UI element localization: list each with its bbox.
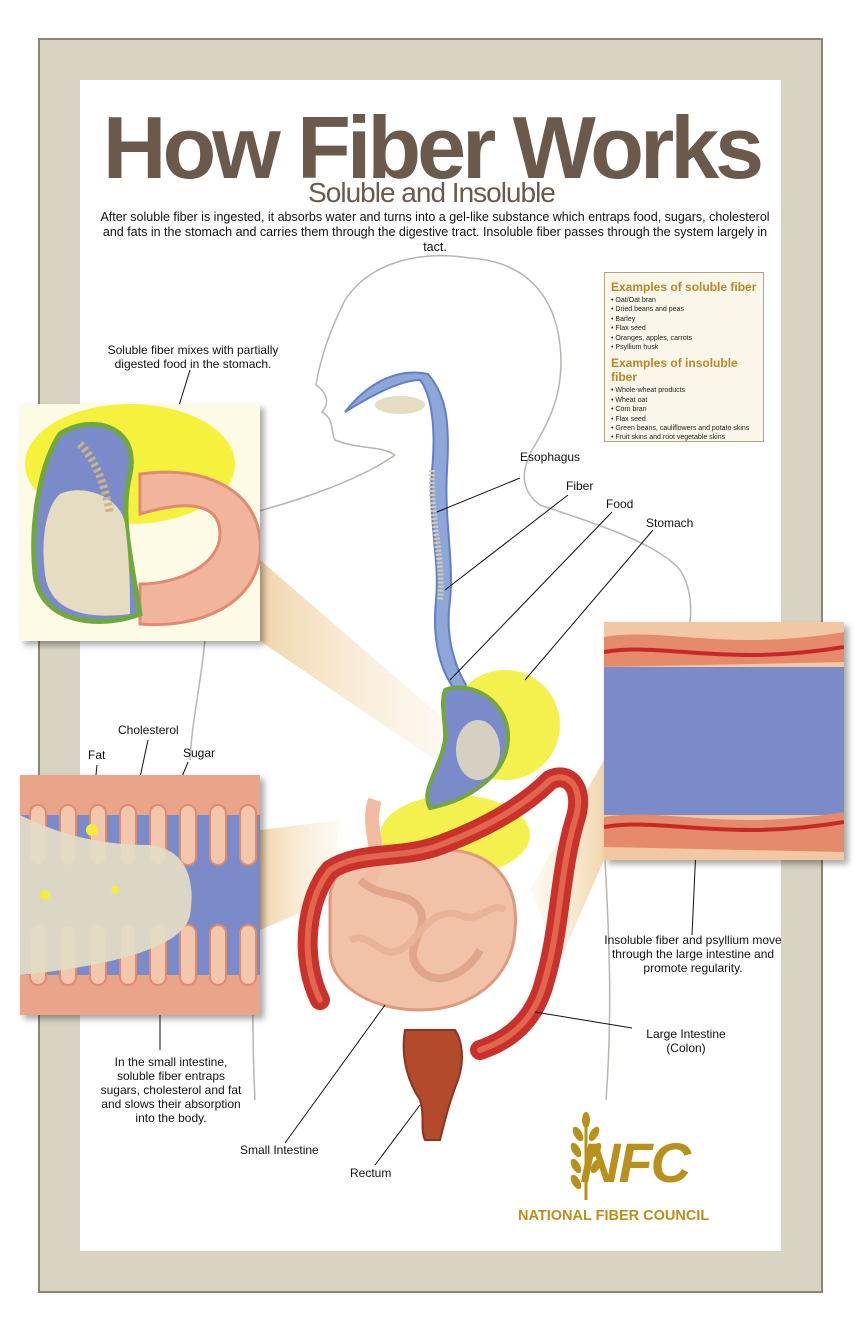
food-label: Food bbox=[606, 497, 634, 511]
large-intestine-label: Large Intestine (Colon) bbox=[646, 1027, 726, 1055]
fiber-label: Fiber bbox=[566, 479, 594, 493]
small-intestine-organ bbox=[328, 797, 518, 1012]
list-item: Wheat oat bbox=[611, 396, 757, 405]
fat-label: Fat bbox=[88, 748, 106, 762]
stomach-inset-caption: Soluble fiber mixes with partially diges… bbox=[107, 343, 279, 371]
esophagus-label: Esophagus bbox=[520, 450, 581, 464]
sugar-label: Sugar bbox=[183, 746, 216, 760]
large-intestine-inset-caption: Insoluble fiber and psyllium move throug… bbox=[604, 933, 782, 975]
insoluble-heading: Examples of insoluble fiber bbox=[611, 356, 738, 385]
soluble-heading: Examples of soluble fiber bbox=[611, 280, 757, 294]
page-subtitle: Soluble and Insoluble bbox=[308, 177, 556, 208]
list-item: Fruit skins and root vegetable skins bbox=[611, 433, 757, 442]
stomach-closeup bbox=[20, 404, 260, 641]
list-item: Oranges, apples, carrots bbox=[611, 334, 757, 343]
list-item: Dried beans and peas bbox=[611, 305, 757, 314]
stomach-beam bbox=[260, 560, 450, 770]
stomach-label: Stomach bbox=[646, 516, 694, 530]
list-item: Whole-wheat products bbox=[611, 386, 757, 395]
nfc-logo: NFC NATIONAL FIBER COUNCIL bbox=[518, 1110, 758, 1230]
large-intestine-inset bbox=[604, 622, 844, 860]
intro-paragraph: After soluble fiber is ingested, it abso… bbox=[100, 210, 770, 254]
stomach-inset bbox=[20, 404, 260, 641]
list-item: Oat/Oat bran bbox=[611, 296, 757, 305]
food-bolus bbox=[375, 396, 425, 414]
list-item: Flax seed bbox=[611, 415, 757, 424]
list-item: Barley bbox=[611, 315, 757, 324]
fiber-examples-box: Examples of soluble fiber Oat/Oat bran D… bbox=[604, 272, 764, 442]
wheat-icon bbox=[570, 1112, 602, 1200]
small-intestine-inset-caption: In the small intestine, soluble fiber en… bbox=[100, 1055, 242, 1125]
rectum-label: Rectum bbox=[350, 1166, 392, 1180]
esophagus-organ bbox=[344, 371, 472, 694]
list-item: Green beans, cauliflowers and potato ski… bbox=[611, 424, 757, 433]
list-item: Psyllium husk bbox=[611, 343, 757, 352]
soluble-list: Oat/Oat bran Dried beans and peas Barley… bbox=[611, 296, 757, 352]
small-intestine-label: Small Intestine bbox=[240, 1143, 319, 1157]
large-intestine-closeup bbox=[604, 622, 844, 860]
small-intestine-closeup bbox=[20, 775, 260, 1015]
cholesterol-label: Cholesterol bbox=[118, 723, 179, 737]
nfc-logo-name: NATIONAL FIBER COUNCIL bbox=[518, 1208, 710, 1224]
list-item: Flax seed bbox=[611, 324, 757, 333]
body-outline bbox=[189, 254, 692, 1101]
small-intestine-inset bbox=[20, 775, 260, 1015]
page-title: How Fiber Works bbox=[102, 98, 764, 197]
insoluble-list: Whole-wheat products Wheat oat Corn bran… bbox=[611, 386, 757, 442]
list-item: Corn bran bbox=[611, 405, 757, 414]
rectum-organ bbox=[402, 1029, 463, 1141]
nfc-logo-letters: NFC bbox=[580, 1131, 691, 1194]
